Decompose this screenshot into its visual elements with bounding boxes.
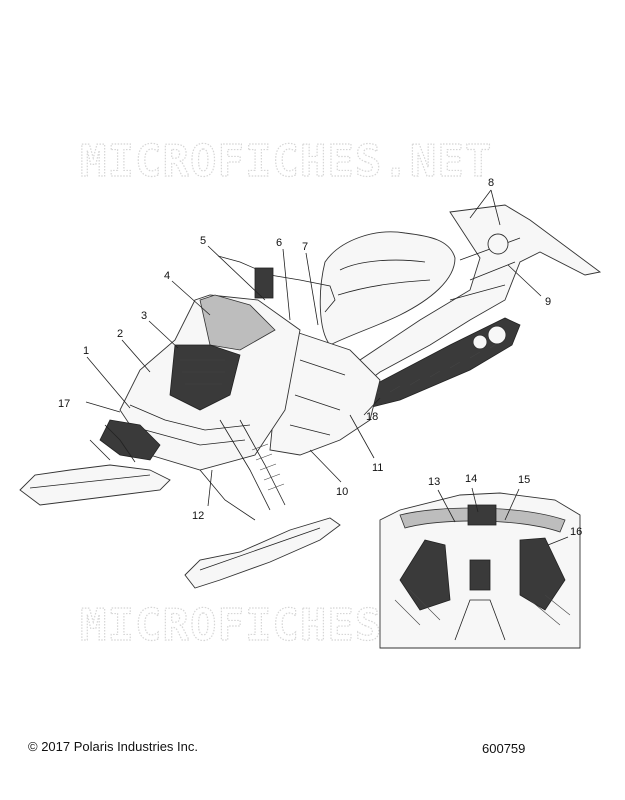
watermark-top: MICROFICHES.NET	[80, 136, 492, 187]
callout-3: 3	[141, 310, 147, 322]
callout-4: 4	[164, 270, 170, 282]
callout-5: 5	[200, 235, 206, 247]
callout-12: 12	[192, 510, 204, 522]
leader-lines	[85, 189, 569, 546]
callout-14: 14	[465, 473, 477, 485]
copyright-text: © 2017 Polaris Industries Inc.	[28, 739, 198, 754]
callout-10: 10	[336, 486, 348, 498]
callout-8: 8	[488, 177, 494, 189]
callouts: 1 2 3 4 5 6 7 8 9 10 11 12 13 14 15 16 1…	[58, 177, 582, 538]
callout-11: 11	[372, 462, 383, 474]
figure-number: 600759	[482, 741, 526, 756]
callout-9: 9	[545, 296, 551, 308]
callout-7: 7	[302, 241, 308, 253]
callout-18: 18	[366, 411, 378, 423]
inset-dash-view	[379, 492, 581, 649]
callout-6: 6	[276, 237, 282, 249]
callout-13: 13	[428, 476, 440, 488]
callout-15: 15	[518, 474, 530, 486]
callout-17: 17	[58, 398, 70, 410]
callout-2: 2	[117, 328, 123, 340]
callout-16: 16	[570, 526, 582, 538]
snowmobile-illustration	[19, 204, 602, 589]
callout-1: 1	[83, 345, 89, 357]
